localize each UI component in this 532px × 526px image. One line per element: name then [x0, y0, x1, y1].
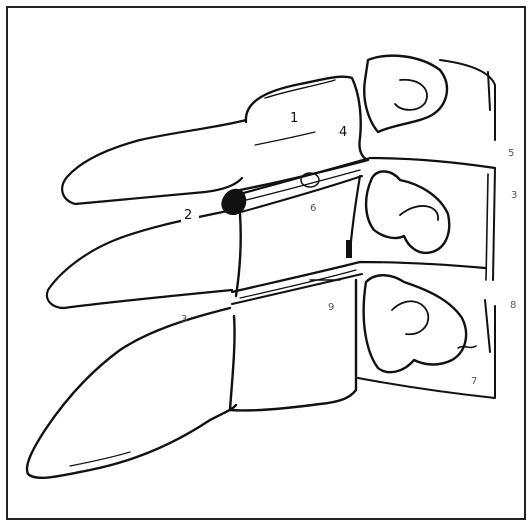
svg-text:7: 7	[471, 376, 477, 387]
label-6: 6	[310, 203, 316, 214]
label-2: 2	[181, 205, 199, 223]
svg-text:9: 9	[328, 302, 334, 313]
label-4: 4	[336, 122, 352, 140]
label-8: 8	[510, 300, 516, 311]
svg-text:2: 2	[184, 208, 192, 223]
svg-text:3: 3	[181, 314, 187, 325]
svg-text:3: 3	[511, 190, 517, 201]
label-9: 9	[328, 302, 334, 313]
svg-text:4: 4	[339, 125, 347, 140]
svg-text:8: 8	[510, 300, 516, 311]
svg-text:1: 1	[290, 111, 298, 126]
label-5: 5	[508, 148, 514, 159]
svg-text:6: 6	[310, 203, 316, 214]
label-7: 7	[471, 376, 477, 387]
svg-text:5: 5	[508, 148, 514, 159]
label-3-right: 3	[511, 190, 517, 201]
label-1: 1	[286, 108, 302, 126]
label-3-left: 3	[181, 314, 187, 325]
